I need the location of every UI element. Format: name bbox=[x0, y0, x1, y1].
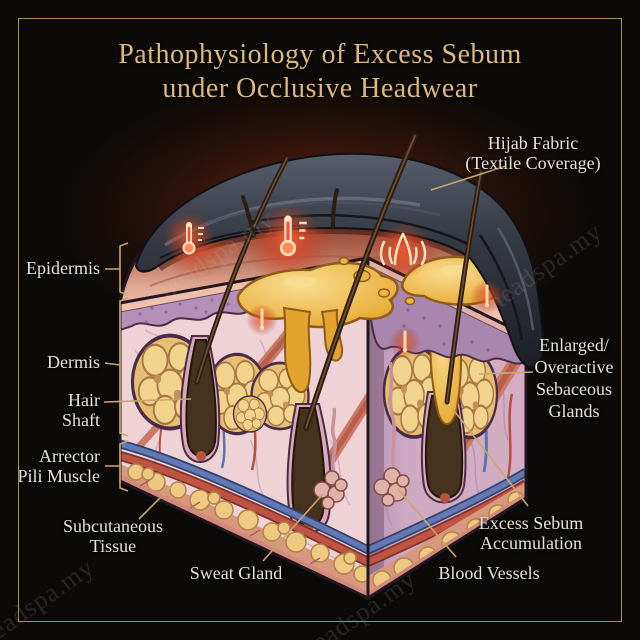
heat-waves-icon bbox=[375, 222, 431, 278]
hair-shaft-leader bbox=[103, 398, 192, 403]
page-title: Pathophysiology of Excess Sebum under Oc… bbox=[0, 38, 640, 106]
excess-sebum-leader bbox=[451, 407, 529, 507]
title-line-2: under Occlusive Headwear bbox=[162, 73, 478, 104]
subcutaneous-leader bbox=[138, 486, 172, 520]
label-dermis: Dermis bbox=[47, 352, 100, 372]
label-sebaceous-glands: Enlarged/ Overactive Sebaceous Glands bbox=[534, 335, 614, 421]
sweat-gland-leader bbox=[262, 493, 324, 562]
hair-shafts bbox=[194, 133, 484, 431]
sebaceous-leader bbox=[478, 371, 534, 375]
inflammation-arrow-indicators bbox=[246, 280, 504, 358]
label-hair-shaft: Hair Shaft bbox=[62, 390, 100, 430]
label-excess-sebum: Excess Sebum Accumulation bbox=[478, 513, 584, 553]
label-hijab-fabric: Hijab Fabric (Textile Coverage) bbox=[465, 133, 601, 173]
leader-lines bbox=[103, 165, 534, 562]
label-sweat-gland: Sweat Gland bbox=[189, 563, 283, 583]
label-epidermis: Epidermis bbox=[26, 258, 100, 278]
arrector-bracket bbox=[105, 440, 129, 492]
thermometer-icon-large bbox=[255, 203, 321, 268]
label-arrector-pili: Arrector Pili Muscle bbox=[17, 446, 100, 486]
epidermis-bracket bbox=[105, 242, 129, 296]
blood-vessels-leader bbox=[397, 488, 457, 558]
dermis-bracket bbox=[104, 297, 129, 437]
label-subcutaneous: Subcutaneous Tissue bbox=[63, 516, 163, 556]
hijab-leader bbox=[430, 165, 507, 191]
label-blood-vessels: Blood Vessels bbox=[438, 563, 540, 583]
title-line-1: Pathophysiology of Excess Sebum bbox=[118, 39, 522, 70]
thermometer-icon-small bbox=[163, 212, 215, 264]
